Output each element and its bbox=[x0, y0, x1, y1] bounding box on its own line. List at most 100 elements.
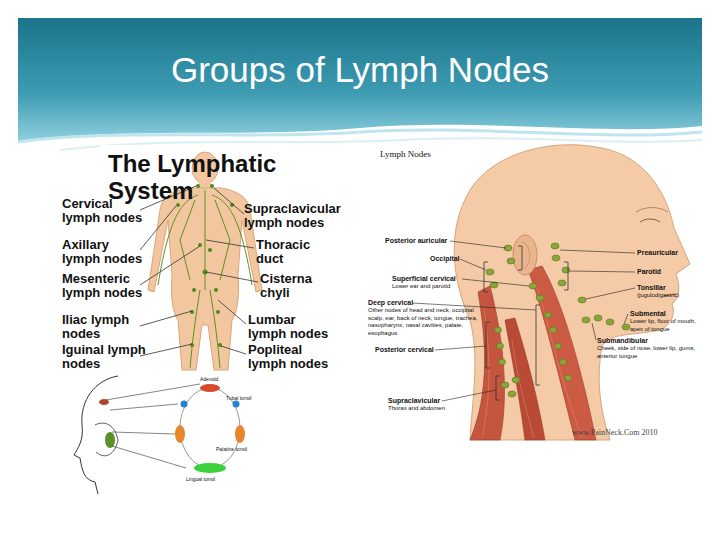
leader-line bbox=[206, 272, 258, 282]
inset-background bbox=[65, 372, 250, 495]
leader-line bbox=[460, 259, 486, 270]
lymph-node bbox=[501, 382, 509, 388]
lymph-node bbox=[508, 391, 516, 397]
part-label: Iguinal lymph nodes bbox=[62, 343, 148, 371]
part-label: Popliteal lymph nodes bbox=[248, 343, 336, 371]
pointer-line bbox=[106, 384, 200, 400]
lymph-vessel bbox=[158, 195, 198, 285]
bracket bbox=[484, 246, 568, 400]
leader-line bbox=[624, 314, 628, 324]
part-label: Lingual tonsil bbox=[186, 476, 215, 482]
part-label: Cervical lymph nodes bbox=[62, 197, 148, 225]
leader-line bbox=[592, 323, 596, 340]
bracket bbox=[486, 322, 490, 368]
part-label: Supraclavicular bbox=[388, 397, 440, 405]
part-label: Tonsillar bbox=[637, 284, 666, 292]
head-outline bbox=[74, 376, 118, 494]
drainage-note: Other nodes of head and neck, occipital … bbox=[368, 307, 480, 337]
bracket bbox=[496, 376, 500, 400]
part-label: Posterior cervical bbox=[375, 346, 434, 354]
drainage-note: Thorax and abdomen bbox=[388, 405, 445, 412]
lymph-vessel bbox=[205, 190, 206, 290]
lymph-node-dot bbox=[208, 248, 212, 252]
leader-line bbox=[221, 346, 246, 354]
lymph-node bbox=[512, 377, 520, 383]
lymph-vessel bbox=[210, 290, 220, 368]
part-label: Deep cervical bbox=[368, 299, 413, 307]
lymph-node bbox=[536, 295, 544, 301]
leader-line bbox=[442, 390, 496, 401]
head-skin bbox=[454, 145, 690, 440]
part-label: Parotid bbox=[637, 268, 661, 276]
tonsil-tissue bbox=[105, 432, 115, 448]
lymph-node-dot bbox=[216, 310, 220, 314]
lymph-node bbox=[582, 317, 590, 323]
lymph-node-dot bbox=[210, 184, 214, 188]
lymph-node-dot bbox=[190, 343, 194, 347]
lymph-node-dot bbox=[176, 184, 234, 347]
part-label: Supraclavicular lymph nodes bbox=[244, 202, 352, 230]
drainage-note: Lower lip, floor of mouth, apex of tongu… bbox=[630, 318, 702, 333]
leader-line bbox=[140, 311, 192, 326]
brow bbox=[636, 208, 668, 213]
banner-band bbox=[18, 18, 702, 142]
part-label: Posterior auricular bbox=[385, 237, 447, 245]
lymph-node bbox=[565, 375, 572, 381]
bracket bbox=[484, 262, 488, 292]
leader-line bbox=[412, 241, 635, 401]
part-label: Superficial cervical bbox=[392, 275, 456, 283]
muscle-fibre bbox=[512, 340, 534, 438]
lingual-tonsil-mark bbox=[194, 463, 226, 473]
sternocleidomastoid-muscle bbox=[528, 266, 596, 440]
lymph-node bbox=[560, 359, 567, 365]
lymph-node bbox=[558, 280, 566, 286]
leader-line bbox=[586, 288, 635, 299]
palatine-tonsil-mark bbox=[235, 425, 245, 443]
part-label: Tubal tonsil bbox=[226, 395, 251, 401]
tubal-tonsil-mark bbox=[233, 401, 240, 408]
lymph-node bbox=[594, 315, 602, 321]
pointer-line bbox=[106, 384, 200, 468]
lymph-vessel bbox=[158, 190, 252, 368]
leader-line bbox=[140, 206, 176, 250]
part-label: Preauricular bbox=[637, 249, 678, 257]
ear-detail bbox=[522, 242, 530, 268]
drainage-note: (jugulodigastric) bbox=[637, 292, 679, 299]
bracket bbox=[564, 262, 568, 290]
part-label: Mesenteric lymph nodes bbox=[62, 272, 148, 300]
part-label: Submandibular bbox=[597, 337, 648, 345]
lymph-node-dot bbox=[196, 184, 200, 188]
part-label: Lumbar lymph nodes bbox=[248, 313, 336, 341]
leader-line bbox=[140, 246, 200, 285]
part-label: Adenoid bbox=[200, 376, 218, 382]
leader-line bbox=[435, 346, 486, 350]
tonsil-ring-inset bbox=[65, 372, 250, 495]
palatine-tonsil-mark bbox=[175, 425, 185, 443]
bracket bbox=[536, 305, 540, 385]
lymph-node bbox=[507, 258, 515, 264]
scalene-muscle bbox=[505, 318, 545, 440]
title-banner bbox=[18, 18, 702, 150]
watermark: www.PainNeck.Com 2010 bbox=[572, 428, 657, 437]
adenoid-mark bbox=[200, 384, 220, 392]
part-label: Palatine tonsil bbox=[216, 446, 247, 452]
lymph-node-dot bbox=[214, 288, 218, 292]
drainage-note: Lower ear and parotid bbox=[392, 283, 450, 290]
muscle-fibre bbox=[482, 310, 489, 438]
lymph-node bbox=[562, 267, 570, 273]
lymph-node-dot bbox=[192, 288, 196, 292]
leader-line bbox=[218, 300, 246, 324]
lymph-node bbox=[555, 343, 562, 349]
drainage-note: Cheek, side of nose, lower lip, gums, an… bbox=[597, 345, 702, 360]
leader-line bbox=[214, 188, 244, 214]
lymph-node bbox=[578, 297, 586, 303]
part-label: Occipital bbox=[430, 255, 460, 263]
pointer-line bbox=[112, 432, 175, 434]
ear bbox=[513, 235, 537, 275]
lymph-vessel bbox=[180, 200, 195, 280]
leader-line bbox=[570, 271, 635, 272]
lymph-node bbox=[486, 269, 494, 275]
slide-title: Groups of Lymph Nodes bbox=[18, 50, 702, 90]
